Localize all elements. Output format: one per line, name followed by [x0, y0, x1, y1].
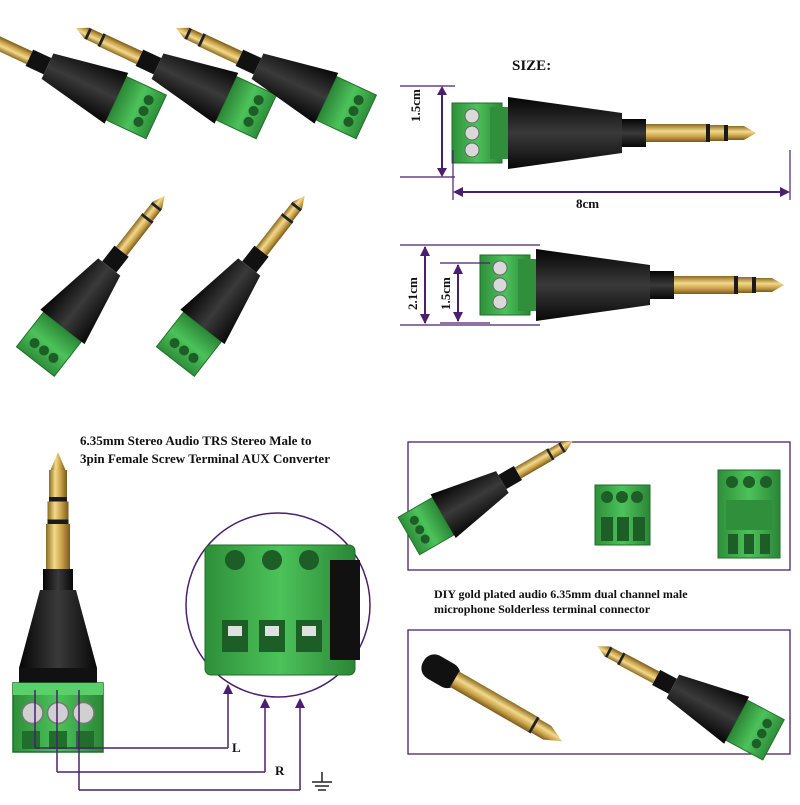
wiring-diagram: [12, 451, 332, 791]
wire-label-right: R: [275, 763, 285, 778]
caption-mid-line-2: microphone Solderless terminal connector: [434, 602, 651, 616]
caption-top-line-2: 3pin Female Screw Terminal AUX Converter: [80, 451, 330, 466]
size-diagram-bottom: [400, 244, 785, 326]
dimension-height-outer: 2.1cm: [405, 277, 420, 310]
product-panel-1: [395, 419, 791, 571]
dimension-height-top: 1.5cm: [408, 89, 423, 122]
terminal-zoom: [185, 512, 371, 698]
size-title: SIZE:: [512, 58, 552, 74]
caption-top-line-1: 6.35mm Stereo Audio TRS Stereo Male to: [80, 433, 312, 448]
size-diagram-top: [400, 85, 791, 200]
dimension-length: 8cm: [576, 196, 600, 211]
plug-photo-5: [152, 178, 328, 380]
caption-mid-line-1: DIY gold plated audio 6.35mm dual channe…: [434, 587, 688, 601]
dimension-height-inner: 1.5cm: [438, 277, 453, 310]
wire-label-left: L: [232, 740, 241, 755]
product-panel-2: [407, 622, 791, 764]
plug-photo-1: [0, 2, 169, 143]
